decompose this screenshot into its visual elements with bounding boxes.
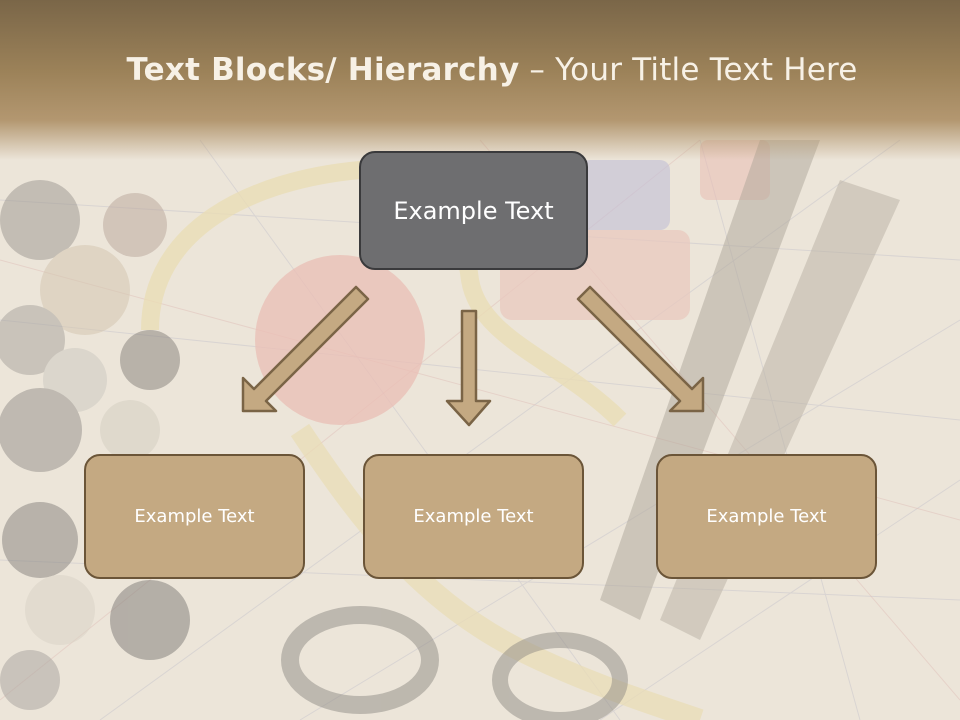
child-box-label: Example Text bbox=[706, 506, 827, 527]
child-example-text-box-left[interactable]: Example Text bbox=[84, 454, 305, 579]
child-box-label: Example Text bbox=[413, 506, 534, 527]
top-example-text-box[interactable]: Example Text bbox=[359, 151, 588, 270]
slide-title-rest: – Your Title Text Here bbox=[519, 52, 858, 88]
slide-title-bold: Text Blocks/ Hierarchy bbox=[126, 52, 520, 88]
child-box-label: Example Text bbox=[134, 506, 255, 527]
child-example-text-box-center[interactable]: Example Text bbox=[363, 454, 584, 579]
top-box-label: Example Text bbox=[393, 196, 554, 225]
slide-title: Text Blocks/ Hierarchy – Your Title Text… bbox=[0, 52, 960, 88]
title-bar bbox=[0, 0, 960, 160]
child-example-text-box-right[interactable]: Example Text bbox=[656, 454, 877, 579]
